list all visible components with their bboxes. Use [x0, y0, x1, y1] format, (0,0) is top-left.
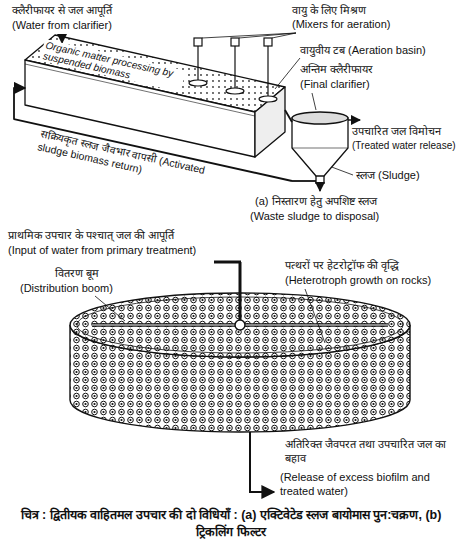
drawing-part: [323, 176, 324, 184]
outflow-pipe: [250, 432, 274, 492]
release-label: (Release of excess biofilm and treated w…: [280, 470, 430, 498]
drawing-part: [61, 34, 63, 43]
final-clarifier: अन्तिम क्लैरीफायर(Final clarifier): [292, 112, 348, 186]
boom-label: वितरण बूम: [55, 266, 99, 280]
drawing-part: [272, 33, 296, 38]
sludge-label: स्लज (Sludge): [356, 168, 420, 182]
drawing-part: [315, 176, 316, 184]
drawing-part: [235, 320, 245, 330]
drawing-part: [264, 38, 272, 46]
figure-caption: चित्र : द्वितीयक वाहितमल उपचार की दो विध…: [10, 507, 452, 541]
inlet-pipe: [62, 34, 63, 43]
inlet-label: क्लैरीफायर से जल आपूर्ति: [12, 3, 112, 17]
outflow-label: उपचारित जल विमोचन: [352, 124, 441, 138]
heterotroph-label: (Heterotroph growth on rocks): [285, 273, 431, 287]
drawing-part: [197, 46, 198, 82]
inlet-label: (Water from clarifier): [12, 18, 112, 32]
drawing-part: [292, 148, 348, 149]
drawing-part: [234, 46, 235, 90]
leader-line: [95, 289, 325, 343]
drawing-part: [319, 184, 321, 191]
drawing-part: [231, 38, 239, 46]
drawing-part: [267, 46, 268, 98]
clarifier-heading: अन्तिम क्लैरीफायर: [300, 62, 373, 76]
drawing-part: [292, 112, 348, 124]
mixer-label: वायु के लिए मिश्रण: [292, 3, 366, 17]
drawing-part: [194, 38, 202, 46]
drawing-part: [255, 87, 285, 157]
input-label: प्राथमिक उपचार के पश्चात् जल की आपूर्ति: [8, 228, 174, 242]
clarifier-tank: [292, 112, 360, 191]
waste-label: (a) निस्तारण हेतु अपशिष्ट स्लज: [255, 194, 377, 208]
mixer-symbol: [189, 38, 277, 102]
drawing-part: [95, 296, 125, 321]
drawing-part: [312, 93, 316, 110]
boom-label: (Distribution boom): [20, 281, 113, 295]
release-label: अतिरिक्त जैवपरत तथा उपचारित जल का बहाव: [285, 437, 453, 465]
drawing-part: [305, 289, 325, 343]
drawing-part: [292, 118, 348, 176]
drawing-part: [226, 88, 244, 94]
drawing-part: [239, 262, 242, 320]
distribution-boom: [92, 262, 388, 330]
drawing-part: [214, 261, 241, 264]
drawing-part: [329, 166, 353, 175]
drawing-part: [259, 96, 277, 102]
drawing-part: [250, 432, 274, 492]
clarifier-heading: (Final clarifier): [300, 77, 370, 91]
heterotroph-label: पत्थरों पर हेटरोट्रॉफ की वृद्धि: [285, 258, 399, 272]
drawing-part: [348, 119, 360, 121]
waste-label: (Waste sludge to disposal): [250, 209, 379, 223]
connecting-pipe: [285, 110, 292, 122]
drawing-part: [239, 33, 296, 38]
basin-label: वायुवीय टब (Aeration basin): [300, 43, 426, 57]
input-label: (Input of water from primary treatment): [8, 243, 196, 257]
drawing-part: [202, 33, 296, 38]
mixer-label: (Mixers for aeration): [292, 17, 390, 31]
drawing-part: [292, 180, 316, 182]
basin-text: Organic matter processing by suspended b…: [40, 39, 185, 92]
drawing-part: [275, 58, 300, 89]
drawing-part: [189, 80, 207, 86]
outflow-label: (Treated water release): [352, 139, 456, 153]
